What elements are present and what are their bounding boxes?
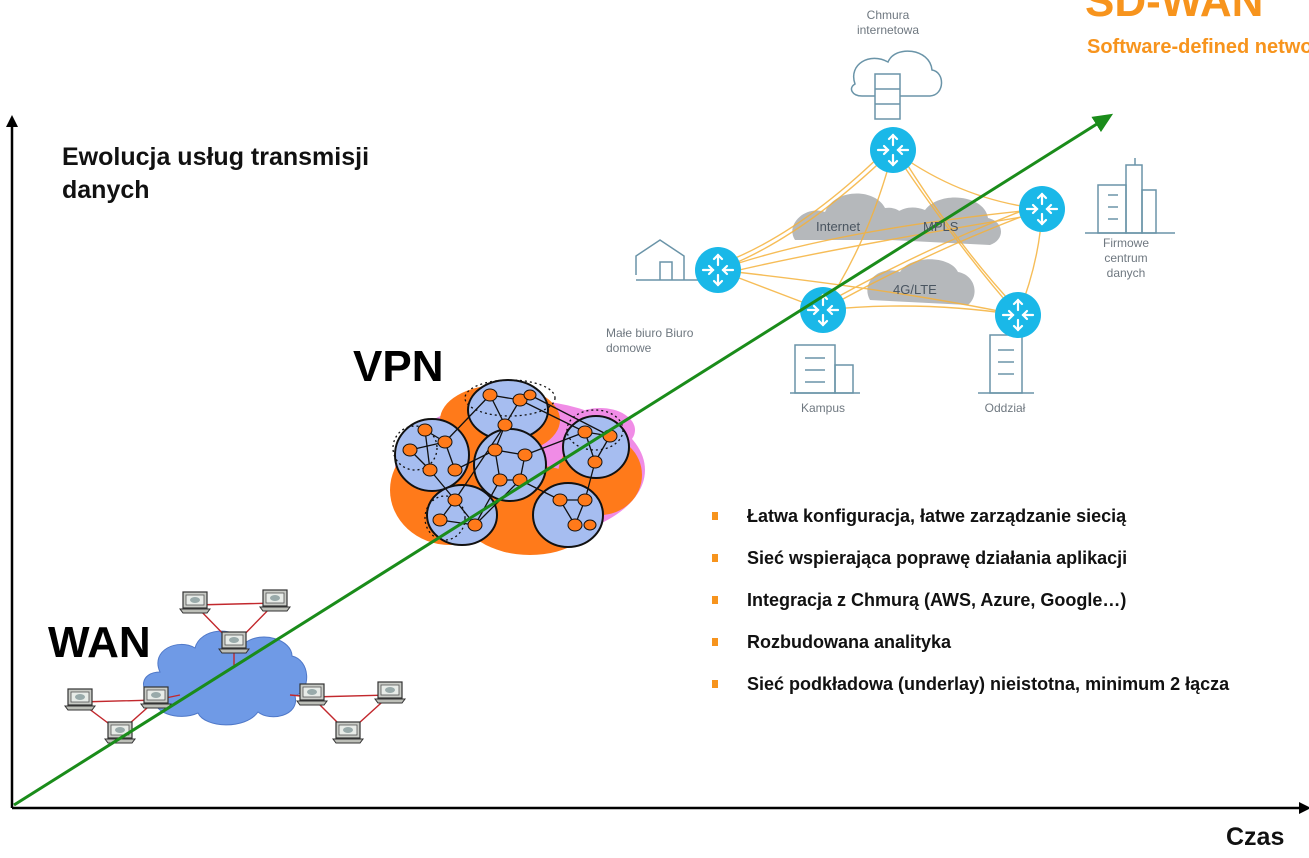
lte-cloud bbox=[867, 259, 975, 305]
feature-text: Sieć wspierająca poprawę działania aplik… bbox=[747, 548, 1128, 568]
bullet-square-icon bbox=[712, 638, 718, 646]
laptop-icon bbox=[218, 631, 250, 654]
x-axis-label: Czas bbox=[1226, 823, 1285, 851]
feature-item: Sieć wspierająca poprawę działania aplik… bbox=[712, 547, 1267, 589]
y-axis-label: Ewolucja usług transmisji danych bbox=[62, 143, 370, 204]
branch-label: Oddział bbox=[984, 401, 1026, 415]
laptop-icon bbox=[179, 591, 211, 614]
bullet-square-icon bbox=[712, 554, 718, 562]
datacenter-label: Firmowe centrum danych bbox=[1102, 236, 1149, 280]
small-office-label: Małe biuro Biuro domowe bbox=[606, 326, 694, 355]
laptop-icon bbox=[64, 688, 96, 711]
vpn-label: VPN bbox=[353, 342, 444, 391]
sdwan-topology-illustration bbox=[635, 50, 1175, 394]
bullet-square-icon bbox=[712, 680, 718, 688]
evolution-trend-line bbox=[13, 113, 1114, 807]
campus-label: Kampus bbox=[800, 401, 846, 415]
laptop-icon bbox=[259, 589, 291, 612]
feature-item: Łatwa konfiguracja, łatwe zarządzanie si… bbox=[712, 505, 1267, 547]
router-icon bbox=[993, 290, 1043, 340]
vpn-network-illustration bbox=[390, 379, 645, 555]
cloud-internet-label: Chmura internetowa bbox=[856, 8, 920, 37]
bullet-square-icon bbox=[712, 512, 718, 520]
sdwan-title: SD-WAN bbox=[1085, 0, 1264, 26]
feature-text: Rozbudowana analityka bbox=[747, 632, 952, 652]
feature-text: Integracja z Chmurą (AWS, Azure, Google…… bbox=[747, 590, 1127, 610]
feature-item: Rozbudowana analityka bbox=[712, 631, 1267, 673]
router-icon bbox=[693, 245, 743, 295]
sdwan-subtitle: Software-defined network bbox=[1087, 36, 1309, 58]
laptop-icon bbox=[374, 681, 406, 704]
laptop-icon bbox=[332, 721, 364, 744]
laptop-icon bbox=[296, 683, 328, 706]
router-icon bbox=[868, 125, 918, 175]
feature-item: Integracja z Chmurą (AWS, Azure, Google…… bbox=[712, 589, 1267, 631]
feature-text: Sieć podkładowa (underlay) nieistotna, m… bbox=[747, 674, 1230, 694]
lte-label: 4G/LTE bbox=[893, 282, 937, 297]
laptop-icon bbox=[140, 686, 172, 709]
router-icon bbox=[798, 285, 848, 335]
wan-label: WAN bbox=[48, 618, 151, 667]
bullet-square-icon bbox=[712, 596, 718, 604]
feature-text: Łatwa konfiguracja, łatwe zarządzanie si… bbox=[747, 506, 1127, 526]
internet-cloud bbox=[792, 193, 909, 240]
feature-item: Sieć podkładowa (underlay) nieistotna, m… bbox=[712, 673, 1267, 715]
mpls-label: MPLS bbox=[923, 219, 959, 234]
internet-label: Internet bbox=[816, 219, 861, 234]
sdwan-features-list: Łatwa konfiguracja, łatwe zarządzanie si… bbox=[712, 505, 1267, 715]
router-icon bbox=[1017, 184, 1067, 234]
